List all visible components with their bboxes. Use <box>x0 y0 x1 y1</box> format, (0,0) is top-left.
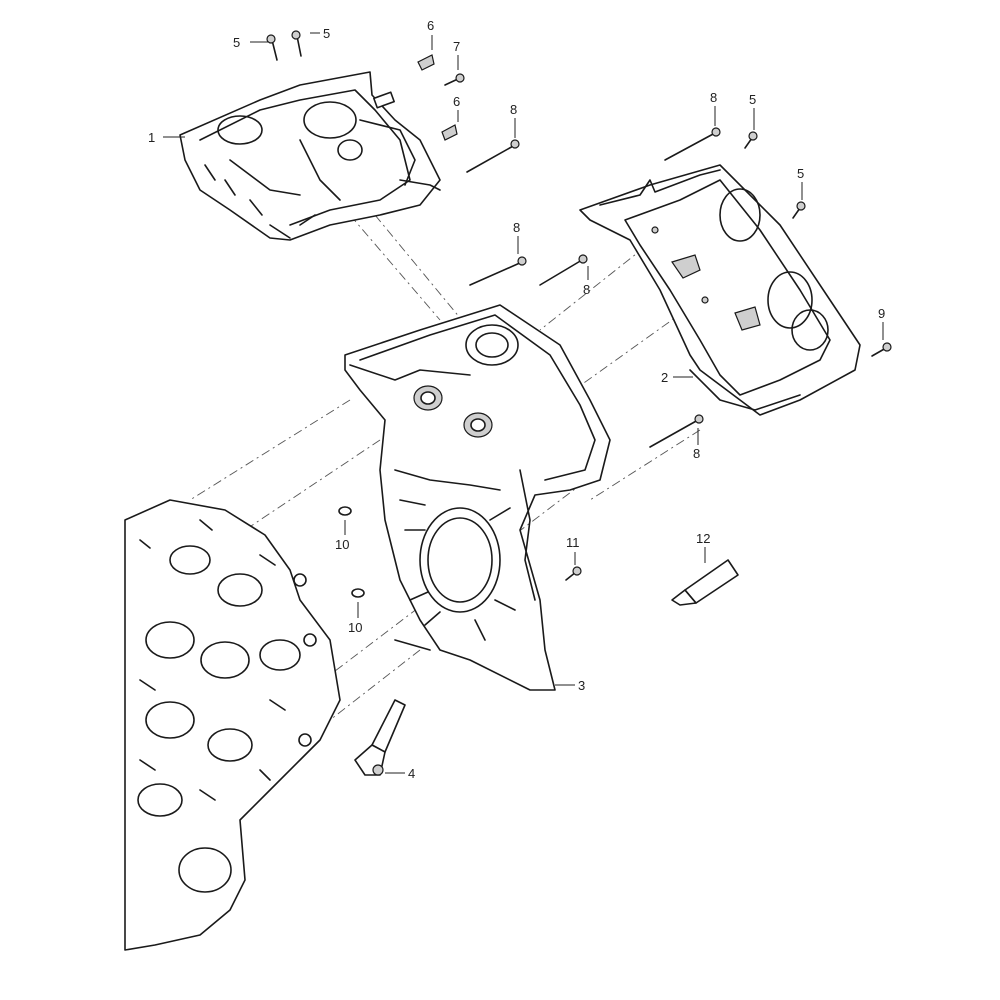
callout-labels: 1 5 5 6 7 6 8 8 5 5 8 8 9 2 8 10 11 10 1… <box>148 18 885 781</box>
callout-12: 12 <box>696 531 710 546</box>
callout-10-a: 10 <box>335 537 349 552</box>
callout-7: 7 <box>453 39 460 54</box>
engine-block <box>124 499 341 951</box>
part-4-sensor <box>354 699 406 776</box>
callout-8-e: 8 <box>693 446 700 461</box>
part-2-right-cover <box>579 164 861 416</box>
callout-6-a: 6 <box>427 18 434 33</box>
callout-11: 11 <box>566 535 580 550</box>
callout-8-d: 8 <box>583 282 590 297</box>
callout-8-b: 8 <box>710 90 717 105</box>
callout-9: 9 <box>878 306 885 321</box>
callout-3: 3 <box>578 678 585 693</box>
callout-4: 4 <box>408 766 415 781</box>
callout-10-b: 10 <box>348 620 362 635</box>
callout-5-d: 5 <box>797 166 804 181</box>
callout-1: 1 <box>148 130 155 145</box>
callout-5-a: 5 <box>233 35 240 50</box>
part-1-upper-left-cover <box>179 71 441 241</box>
part-3-front-cover <box>344 304 611 691</box>
callout-2: 2 <box>661 370 668 385</box>
part-12-sealant-tube <box>671 559 739 606</box>
callout-6-b: 6 <box>453 94 460 109</box>
fasteners <box>266 30 892 598</box>
callout-5-c: 5 <box>749 92 756 107</box>
callout-8-c: 8 <box>513 220 520 235</box>
callout-8-a: 8 <box>510 102 517 117</box>
leader-lines <box>163 32 884 774</box>
callout-5-b: 5 <box>323 26 330 41</box>
